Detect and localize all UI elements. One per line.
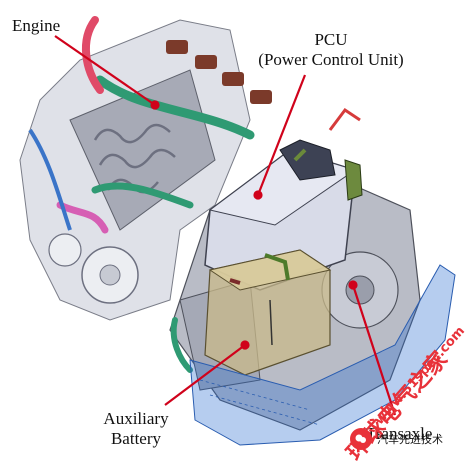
wechat-badge-icon <box>350 428 372 450</box>
transaxle-label: Transaxle <box>366 424 433 443</box>
watermark-source-text: 汽车先进技术 <box>377 433 443 446</box>
auxiliary-battery-label-line1: Auxiliary <box>103 409 169 428</box>
pcu-label-line1: PCU <box>314 30 348 49</box>
leader-lines <box>54 35 397 416</box>
engine-label: Engine <box>12 16 61 35</box>
blue-shield <box>189 264 456 446</box>
pcu-box <box>204 107 363 291</box>
pcu-label: PCU (Power Control Unit) <box>246 30 416 70</box>
pcu-label-line2: (Power Control Unit) <box>258 50 404 69</box>
watermark-source: 汽车先进技术 <box>350 424 462 454</box>
auxiliary-battery-label-line2: Battery <box>110 429 162 448</box>
engine-block <box>19 16 272 321</box>
auxiliary-battery-box <box>204 249 332 376</box>
auxiliary-battery-label: Auxiliary Battery <box>96 409 176 449</box>
